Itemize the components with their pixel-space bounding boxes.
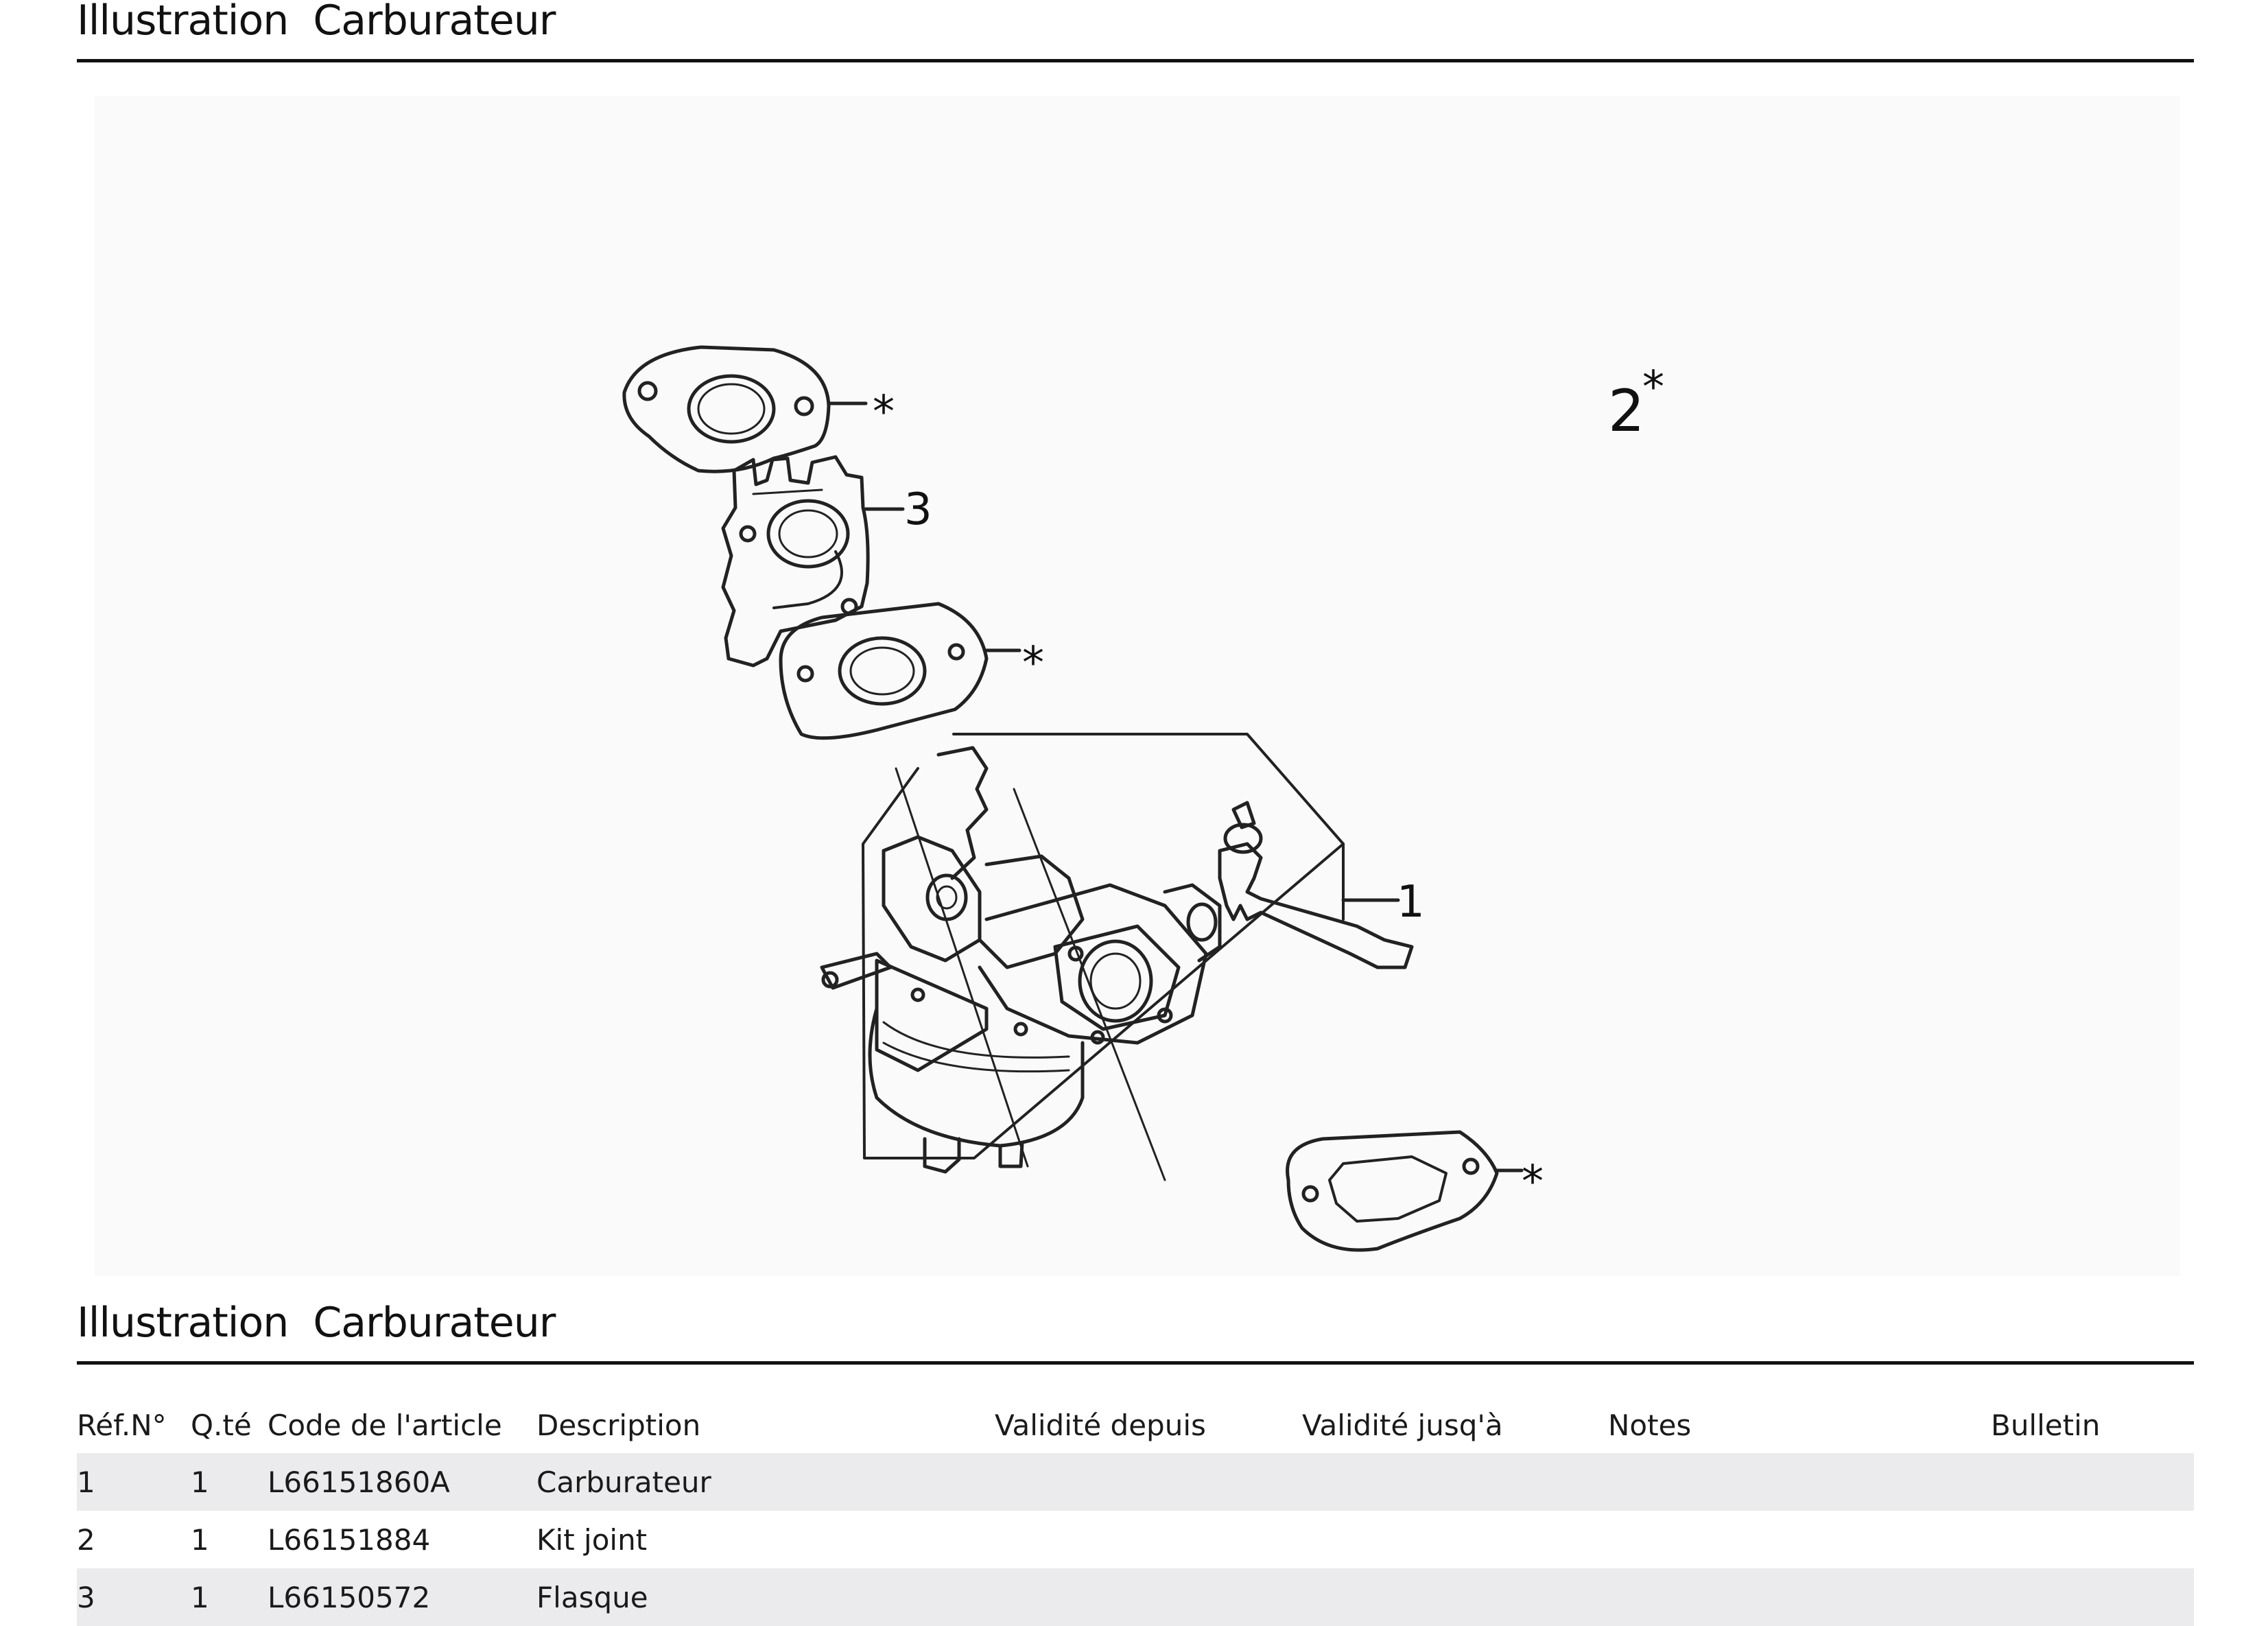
cell-description: Carburateur <box>536 1465 711 1499</box>
carburetor-diagram: * 3 * 1 <box>622 345 1664 1252</box>
cell-ref: 3 <box>77 1580 95 1614</box>
section-title-top: Illustration Carburateur <box>77 0 556 41</box>
heading-rule-top <box>77 59 2194 62</box>
header-description: Description <box>536 1408 701 1442</box>
header-valid-from: Validité depuis <box>995 1408 1206 1442</box>
heading-rule-bottom <box>77 1361 2194 1365</box>
section-label: Illustration <box>77 1299 289 1347</box>
exploded-parts-illustration: * 3 * 1 <box>95 96 2180 1276</box>
cell-qty: 1 <box>191 1522 209 1557</box>
callout-kit-number: 2 <box>1608 377 1644 445</box>
cell-ref: 2 <box>77 1522 95 1557</box>
header-bulletin: Bulletin <box>1991 1408 2101 1442</box>
gasket-bottom-drawing <box>1286 1130 1499 1252</box>
table-header-row: Réf.N° Q.té Code de l'article Descriptio… <box>77 1397 2194 1453</box>
cell-valid-to <box>1302 1511 1608 1568</box>
callout-gasket-middle: * <box>1022 638 1044 689</box>
callout-gasket-bottom: * <box>1522 1157 1544 1207</box>
cell-qty: 1 <box>191 1465 209 1499</box>
callout-flange: 3 <box>904 484 932 535</box>
section-name: Carburateur <box>313 0 556 45</box>
header-notes: Notes <box>1608 1408 1692 1442</box>
section-title-bottom: Illustration Carburateur <box>77 1302 556 1343</box>
cell-description: Flasque <box>536 1580 648 1614</box>
gasket-middle-drawing <box>779 602 989 740</box>
header-ref: Réf.N° <box>77 1408 167 1442</box>
header-valid-to: Validité jusq'à <box>1302 1408 1503 1442</box>
cell-qty: 1 <box>191 1580 209 1614</box>
cell-description: Kit joint <box>536 1522 648 1557</box>
carburetor-kit-bracket <box>862 733 1345 1159</box>
callout-kit-mark: * <box>1642 362 1664 413</box>
cell-notes <box>1608 1453 1991 1511</box>
cell-valid-to <box>1302 1453 1608 1511</box>
cell-valid-from <box>995 1453 1302 1511</box>
header-qty: Q.té <box>191 1408 252 1442</box>
cell-bulletin <box>1991 1453 2194 1511</box>
cell-notes <box>1608 1511 1991 1568</box>
gasket-top-drawing <box>622 345 831 473</box>
table-row: 3 1 L66150572 Flasque <box>77 1568 2194 1626</box>
cell-valid-from <box>995 1511 1302 1568</box>
carburetor-body-drawing <box>820 746 1222 1181</box>
table-row: 2 1 L66151884 Kit joint <box>77 1511 2194 1568</box>
cell-bulletin <box>1991 1568 2194 1626</box>
cell-ref: 1 <box>77 1465 95 1499</box>
table-row: 1 1 L66151860A Carburateur <box>77 1453 2194 1511</box>
cell-bulletin <box>1991 1511 2194 1568</box>
cell-notes <box>1608 1568 1991 1626</box>
cell-valid-to <box>1302 1568 1608 1626</box>
cell-code: L66150572 <box>268 1580 431 1614</box>
callout-carburetor: 1 <box>1397 877 1425 928</box>
callout-gasket-top: * <box>873 387 895 438</box>
cell-valid-from <box>995 1568 1302 1626</box>
flange-drawing <box>721 455 870 668</box>
section-name: Carburateur <box>313 1299 556 1347</box>
section-label: Illustration <box>77 0 289 45</box>
header-code: Code de l'article <box>268 1408 502 1442</box>
choke-lever-drawing <box>1218 801 1414 969</box>
cell-code: L66151860A <box>268 1465 450 1499</box>
cell-code: L66151884 <box>268 1522 431 1557</box>
parts-list-table: Réf.N° Q.té Code de l'article Descriptio… <box>77 1397 2194 1626</box>
